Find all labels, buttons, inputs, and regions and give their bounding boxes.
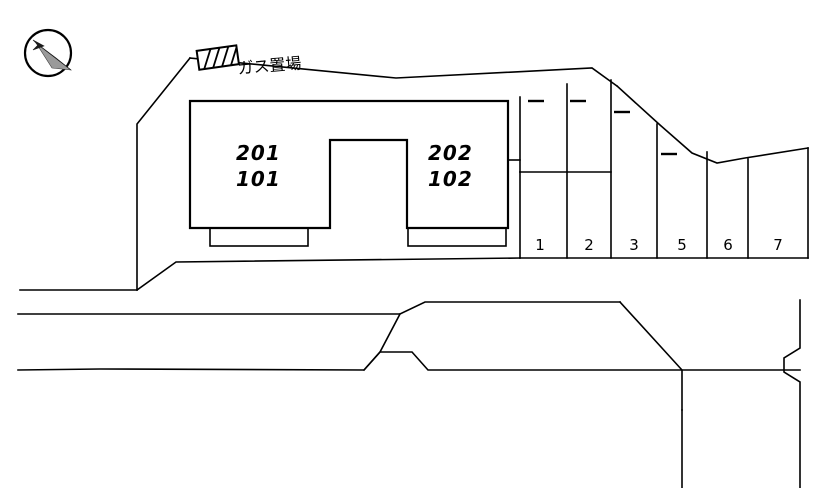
- gas-storage-box: [195, 44, 241, 71]
- gas-hatch-2: [212, 47, 221, 69]
- lower-road-upper-edge-left: [17, 301, 621, 315]
- gas-hatch-3: [221, 46, 230, 67]
- unit-labels: 201 101 202 102: [236, 141, 473, 191]
- stall-label-1: 1: [535, 236, 545, 254]
- compass-north-tip: [32, 39, 45, 51]
- stall-label-6: 6: [723, 236, 733, 254]
- parking-stall-labels: 1 2 3 5 6 7: [535, 236, 783, 254]
- unit-label-102: 102: [428, 167, 473, 191]
- stall-label-7: 7: [773, 236, 783, 254]
- boundary-top-left-segment: [189, 57, 619, 88]
- unit-label-201: 201: [236, 141, 281, 165]
- unit-label-101: 101: [236, 167, 281, 191]
- gas-storage-label: ガス置場: [237, 53, 302, 78]
- lower-road-notch-right: [618, 300, 683, 411]
- compass-needle-dark: [35, 42, 72, 71]
- gas-hatch-4: [230, 47, 238, 66]
- apartment-building: [188, 99, 521, 247]
- entrance-box-right: [407, 227, 507, 247]
- parking-area: [519, 79, 809, 259]
- right-road-edge: [783, 299, 801, 488]
- unit-label-202: 202: [428, 141, 473, 165]
- lower-road-bottom-edge: [17, 351, 801, 371]
- entrance-box-left: [209, 227, 309, 247]
- stall-label-3: 3: [629, 236, 639, 254]
- gas-hatch-1: [203, 48, 212, 70]
- boundary-top-right-segment: [615, 84, 809, 164]
- lower-road: [17, 299, 801, 488]
- property-boundary: [135, 56, 809, 292]
- boundary-lower-left: [135, 257, 521, 292]
- stall-label-2: 2: [584, 236, 594, 254]
- gas-storage-symbol: [195, 44, 241, 71]
- lower-road-notch-left: [362, 312, 402, 372]
- stall-label-5: 5: [677, 236, 687, 254]
- boundary-left-edge: [136, 56, 192, 291]
- north-arrow: [23, 28, 73, 78]
